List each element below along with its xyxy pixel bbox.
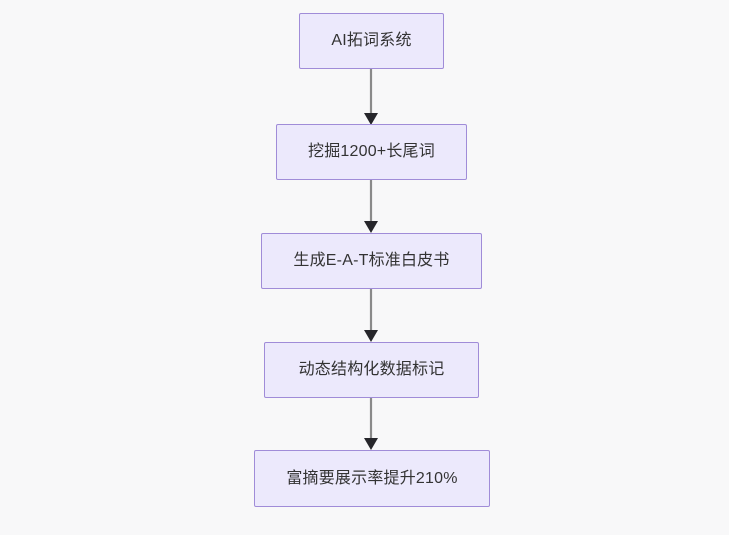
edge-n4-n5 — [364, 398, 378, 450]
arrowhead-icon — [364, 330, 378, 342]
arrowhead-icon — [364, 113, 378, 125]
node-label: 动态结构化数据标记 — [298, 361, 445, 379]
edge-n2-n3 — [364, 180, 378, 233]
edge-n3-n4 — [364, 289, 378, 342]
arrowhead-icon — [364, 221, 378, 233]
flowchart-node-ai-keyword-system[interactable]: AI拓词系统 — [299, 13, 444, 69]
flowchart-node-dynamic-structured-data-markup[interactable]: 动态结构化数据标记 — [264, 342, 479, 398]
node-label: AI拓词系统 — [331, 32, 412, 50]
node-label: 挖掘1200+长尾词 — [308, 143, 435, 161]
node-label: 富摘要展示率提升210% — [286, 469, 458, 487]
arrowhead-icon — [364, 438, 378, 450]
flowchart-node-generate-eat-whitepaper[interactable]: 生成E-A-T标准白皮书 — [261, 233, 482, 289]
flowchart-node-rich-snippet-rate-increase[interactable]: 富摘要展示率提升210% — [254, 450, 490, 507]
edge-n1-n2 — [364, 69, 378, 125]
flowchart-node-mine-longtail-keywords[interactable]: 挖掘1200+长尾词 — [276, 124, 467, 180]
node-label: 生成E-A-T标准白皮书 — [293, 252, 450, 270]
